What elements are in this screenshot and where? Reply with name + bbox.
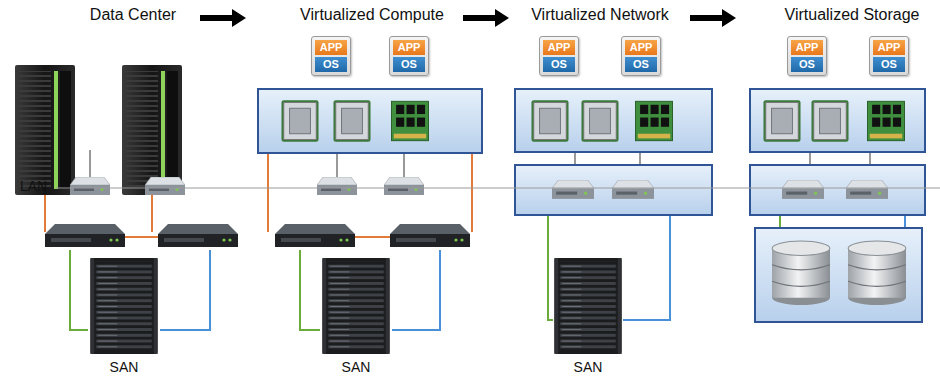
app-layer: APP	[625, 40, 658, 55]
vm-icon: APP OS	[311, 36, 352, 76]
os-layer: OS	[543, 57, 576, 72]
vm-icon: APP OS	[869, 36, 910, 76]
storage-label: SAN	[342, 359, 371, 375]
storage-label: SAN	[110, 359, 139, 375]
app-layer: APP	[315, 40, 348, 55]
app-layer: APP	[543, 40, 576, 55]
os-layer: OS	[625, 57, 658, 72]
os-layer: OS	[791, 57, 824, 72]
network-label: LAN	[20, 178, 47, 194]
app-layer: APP	[873, 40, 906, 55]
vm-icon: APP OS	[787, 36, 828, 76]
stage-heading: Virtualized Network	[531, 6, 669, 24]
vm-icon: APP OS	[539, 36, 580, 76]
vm-icon: APP OS	[389, 36, 430, 76]
storage-label: SAN	[574, 359, 603, 375]
stage-heading: Data Center	[90, 6, 176, 24]
stage-heading: Virtualized Storage	[785, 6, 920, 24]
os-layer: OS	[873, 57, 906, 72]
os-layer: OS	[393, 57, 426, 72]
os-layer: OS	[315, 57, 348, 72]
app-layer: APP	[393, 40, 426, 55]
stage-heading: Virtualized Compute	[300, 6, 444, 24]
vm-icon: APP OS	[621, 36, 662, 76]
app-layer: APP	[791, 40, 824, 55]
